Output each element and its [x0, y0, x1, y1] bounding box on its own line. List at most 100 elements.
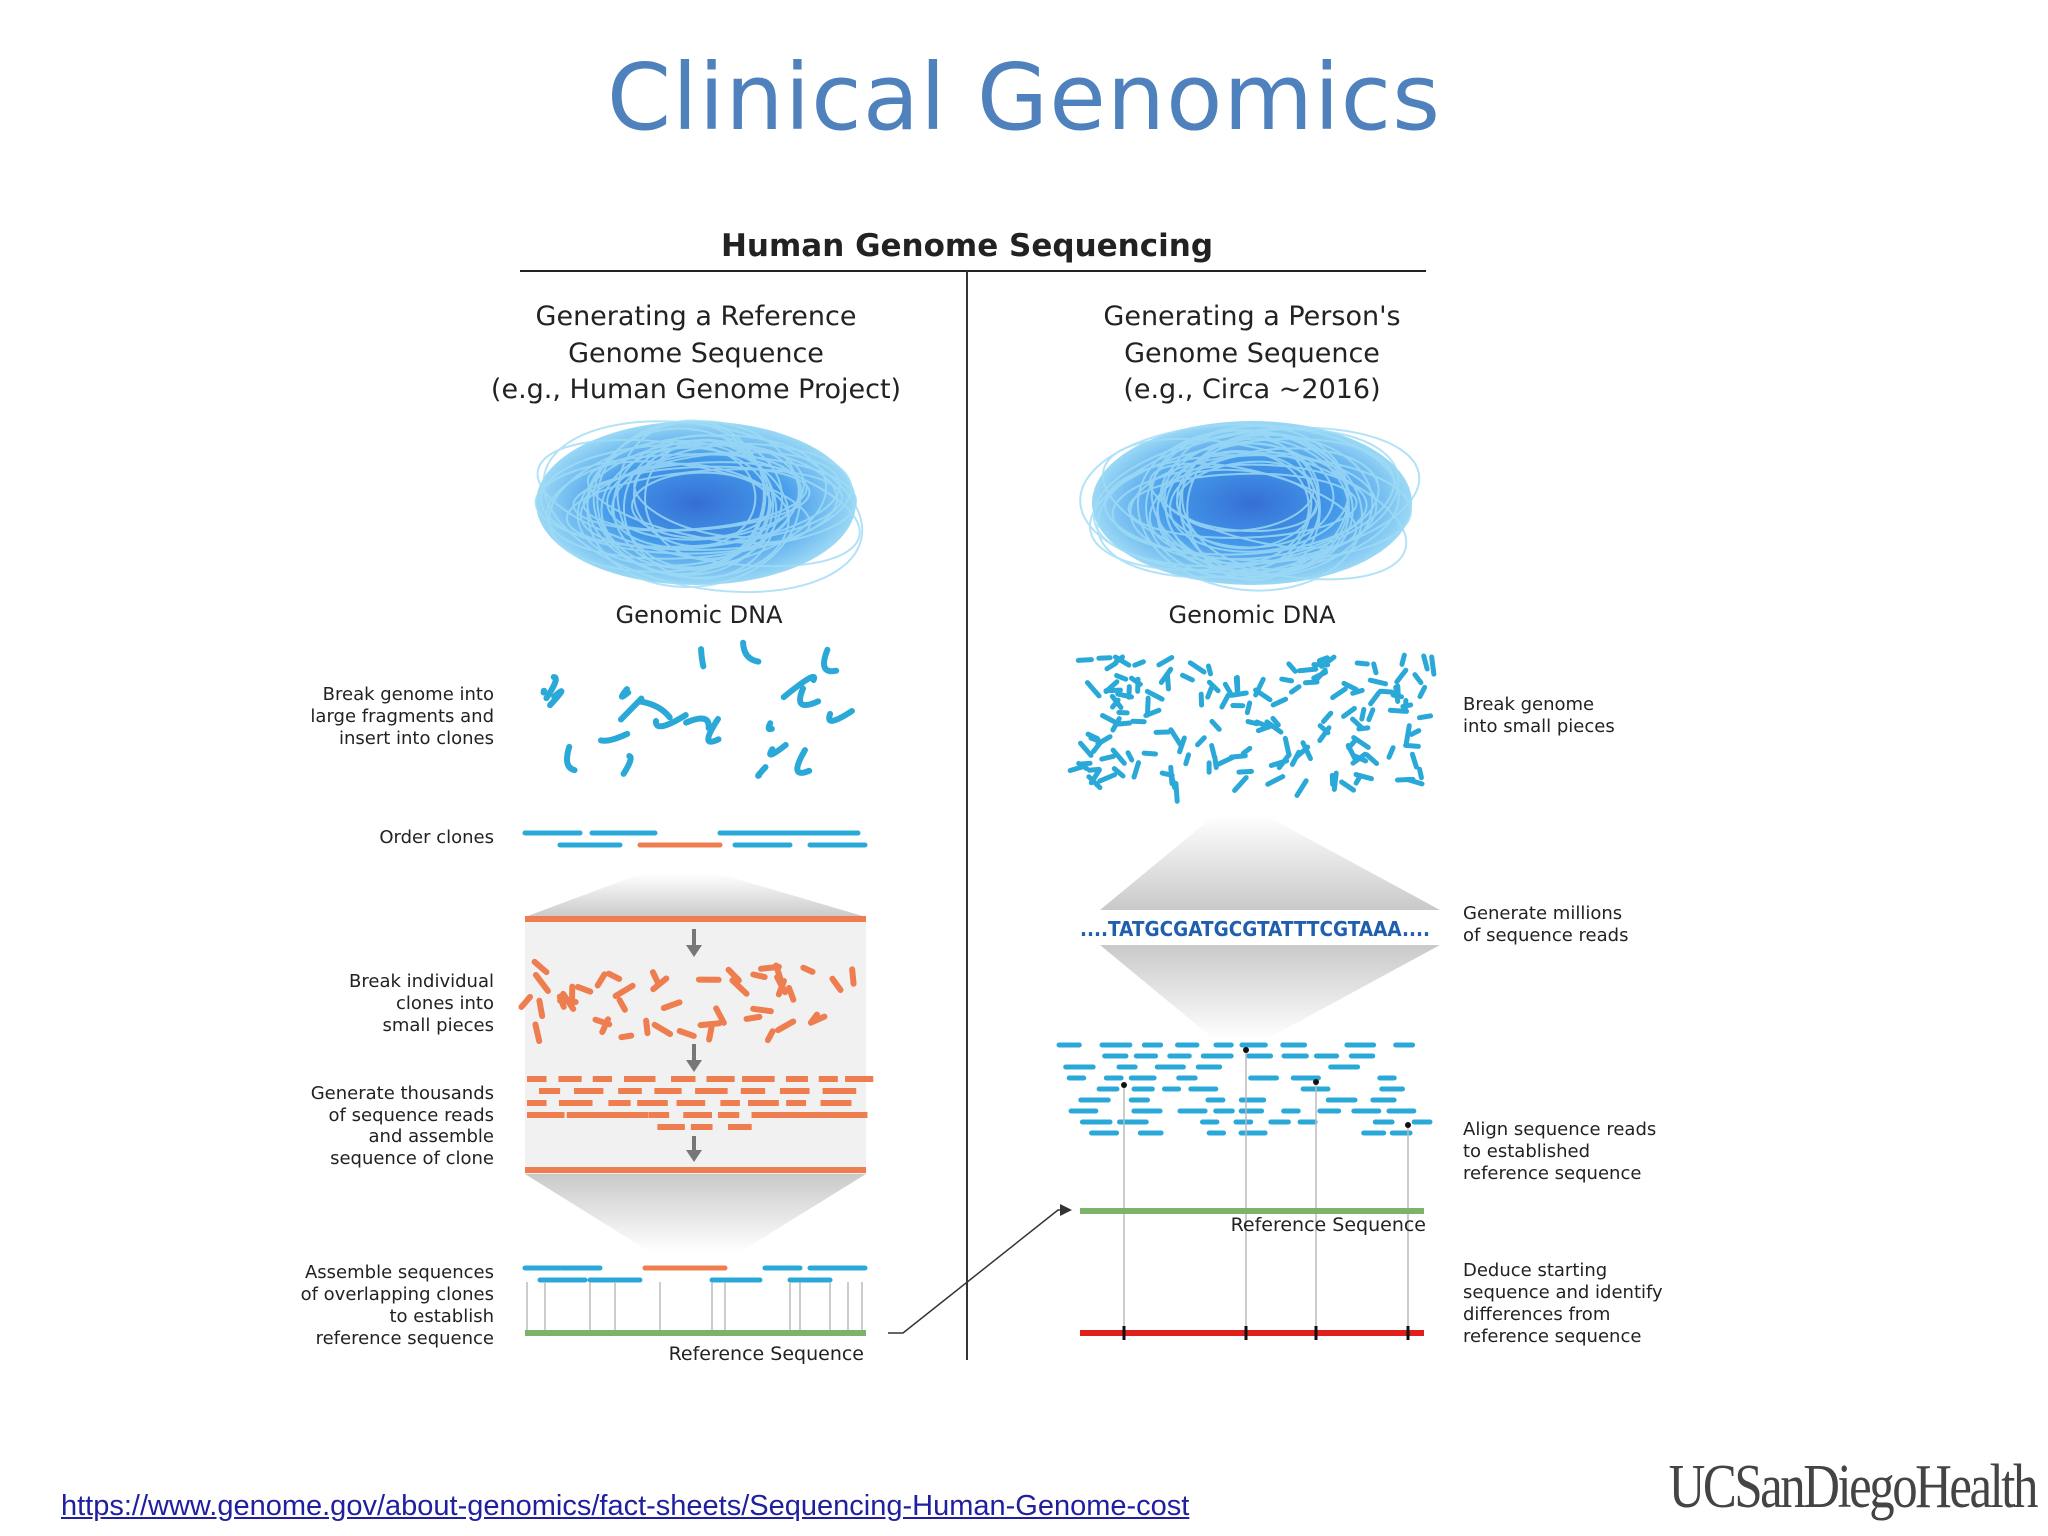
dna-fragment [638, 698, 673, 721]
dna-piece [849, 966, 857, 987]
dna-piece [1125, 750, 1135, 763]
left-ordered-clones [522, 830, 868, 848]
dna-piece [1331, 770, 1339, 792]
dna-piece [1131, 760, 1141, 780]
left-funnel [525, 874, 866, 1252]
step-label: Generate millions [1463, 903, 1622, 924]
dna-piece [1416, 713, 1434, 721]
sequence-read [748, 1100, 779, 1106]
reference-connector-arrow [888, 1204, 1072, 1334]
dna-piece [1294, 778, 1309, 798]
dna-piece [1075, 657, 1094, 663]
dna-piece [1078, 740, 1094, 758]
dna-piece [651, 1021, 674, 1037]
dna-piece [1215, 755, 1235, 767]
dna-piece [1110, 716, 1122, 733]
dna-piece [605, 970, 623, 982]
dna-piece [1116, 720, 1133, 727]
dna-piece [1403, 723, 1412, 746]
dna-piece [1353, 772, 1374, 782]
dna-piece [1086, 774, 1103, 791]
dna-strand [1176, 442, 1320, 550]
dna-piece [1371, 661, 1379, 676]
right-heading-line: Genome Sequence [1124, 338, 1380, 369]
dna-piece [1255, 723, 1273, 734]
dna-strand [1079, 423, 1400, 574]
dna-piece [1366, 707, 1376, 723]
dna-strand [622, 439, 778, 580]
step-label: Break individual [349, 971, 494, 992]
dna-piece [1156, 654, 1175, 668]
dna-piece [1429, 654, 1437, 677]
dna-piece [807, 1011, 820, 1026]
sequence-read [720, 1100, 740, 1106]
dna-fragment [564, 743, 578, 774]
dna-piece [743, 1013, 763, 1022]
dna-piece [1179, 672, 1195, 683]
dna-piece [643, 1017, 651, 1037]
dna-piece [1233, 675, 1240, 696]
step-label: of sequence reads [1463, 925, 1628, 946]
dna-piece [1399, 652, 1407, 667]
dna-piece [800, 964, 816, 975]
dna-strand [542, 420, 864, 594]
sequence-read [671, 1076, 696, 1082]
dna-piece [1143, 707, 1162, 718]
left-assembled-reads [527, 1076, 874, 1130]
sequence-read [820, 1100, 852, 1106]
dna-fragment [620, 753, 634, 777]
step-label: into small pieces [1463, 716, 1615, 737]
dna-piece [1417, 684, 1428, 699]
dna-fragment [540, 687, 548, 696]
left-large-fragments [540, 639, 855, 779]
dna-piece [1111, 766, 1126, 779]
dna-piece [750, 1005, 774, 1015]
step-label: differences from [1463, 1304, 1610, 1325]
dna-piece [1300, 740, 1313, 762]
dna-piece [1168, 727, 1183, 747]
dna-piece [1403, 742, 1421, 749]
dna-fragment [765, 720, 775, 733]
dna-piece [829, 975, 844, 994]
slide-title: Clinical Genomics [606, 44, 1442, 151]
right-dna-label: Genomic DNA [1169, 601, 1337, 629]
dna-piece [1110, 747, 1127, 766]
sequence-read [624, 1076, 656, 1082]
dna-piece [1103, 687, 1123, 694]
dna-strand [536, 438, 861, 568]
dna-fragment [740, 639, 762, 665]
right-aligned-reads [1056, 1042, 1433, 1136]
dna-piece [1254, 719, 1269, 729]
dna-piece [532, 971, 551, 994]
dna-piece [518, 993, 534, 1010]
dna-strand [1148, 447, 1380, 561]
dna-piece [786, 984, 797, 1003]
dna-piece [1356, 725, 1371, 732]
dna-piece [1209, 743, 1217, 760]
left-step-labels: Break genome into large fragments and in… [301, 684, 494, 1349]
dna-strand [630, 471, 772, 539]
diagram-title: Human Genome Sequencing [721, 228, 1213, 264]
dna-piece [1289, 749, 1302, 767]
dna-piece [758, 963, 782, 972]
sequence-read [649, 1112, 670, 1118]
dna-piece [1346, 738, 1358, 751]
sequence-read [657, 1124, 685, 1130]
dna-piece [1264, 719, 1284, 735]
source-link[interactable]: https://www.genome.gov/about-genomics/fa… [61, 1490, 1190, 1522]
dna-piece [1112, 654, 1132, 668]
dna-strand [596, 421, 767, 575]
dna-piece [1096, 655, 1113, 661]
dna-piece [1232, 775, 1249, 793]
sequence-read [804, 1112, 827, 1118]
dna-piece [1187, 660, 1207, 675]
step-label: sequence of clone [330, 1148, 494, 1169]
dna-fragment [826, 708, 855, 724]
dna-strand [644, 438, 771, 560]
sequence-read [818, 1076, 838, 1082]
dna-piece [1195, 735, 1207, 748]
step-label: sequence and identify [1463, 1282, 1663, 1303]
dna-fragment [794, 747, 813, 776]
dna-piece [1390, 692, 1405, 700]
sequence-read [695, 1088, 728, 1094]
